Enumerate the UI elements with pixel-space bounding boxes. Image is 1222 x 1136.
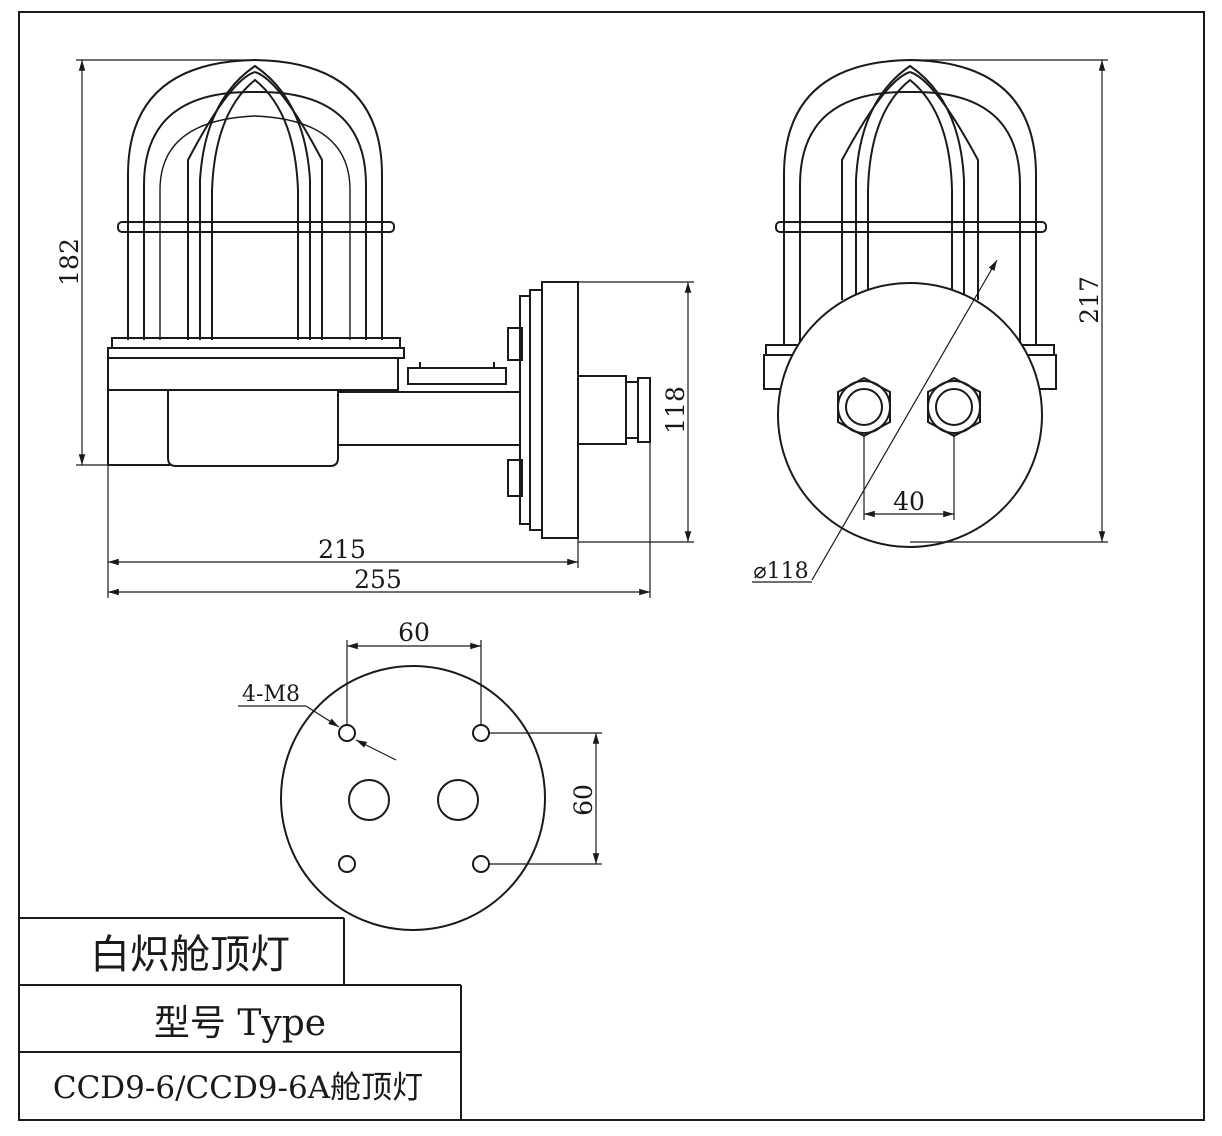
base-dim-60-horizontal: 60	[398, 618, 430, 647]
front-dim-40: 40	[893, 487, 925, 516]
side-cage	[107, 58, 405, 359]
side-dim-215: 215	[318, 535, 366, 564]
base-bolt-label: 4-M8	[242, 682, 300, 707]
front-dim-diameter: ⌀118	[753, 559, 808, 584]
base-circle	[280, 665, 546, 931]
base-dim-60-vertical: 60	[569, 784, 598, 816]
side-view: 182 118 215 255	[55, 58, 694, 598]
base-holes	[338, 724, 490, 873]
front-view: 217 40 ⌀118	[752, 58, 1108, 584]
side-base	[107, 281, 651, 539]
title-block-model: CCD9-6/CCD9-6A舱顶灯	[53, 1070, 423, 1106]
title-block-name: 白炽舱顶灯	[90, 932, 290, 978]
drawing-border	[18, 11, 1205, 1121]
side-dim-118: 118	[661, 386, 690, 434]
base-view: 60 60 4-M8	[238, 618, 602, 931]
title-block: 白炽舱顶灯 型号 Type CCD9-6/CCD9-6A舱顶灯	[19, 917, 462, 1120]
front-body-circle	[777, 282, 1043, 548]
side-dim-255: 255	[354, 565, 402, 594]
front-dimensions	[752, 59, 1108, 583]
front-dim-217: 217	[1075, 276, 1104, 324]
base-dimensions	[238, 640, 602, 865]
side-dimensions	[76, 59, 694, 598]
title-block-type-label: 型号 Type	[154, 1003, 326, 1044]
side-dim-182: 182	[55, 238, 84, 286]
